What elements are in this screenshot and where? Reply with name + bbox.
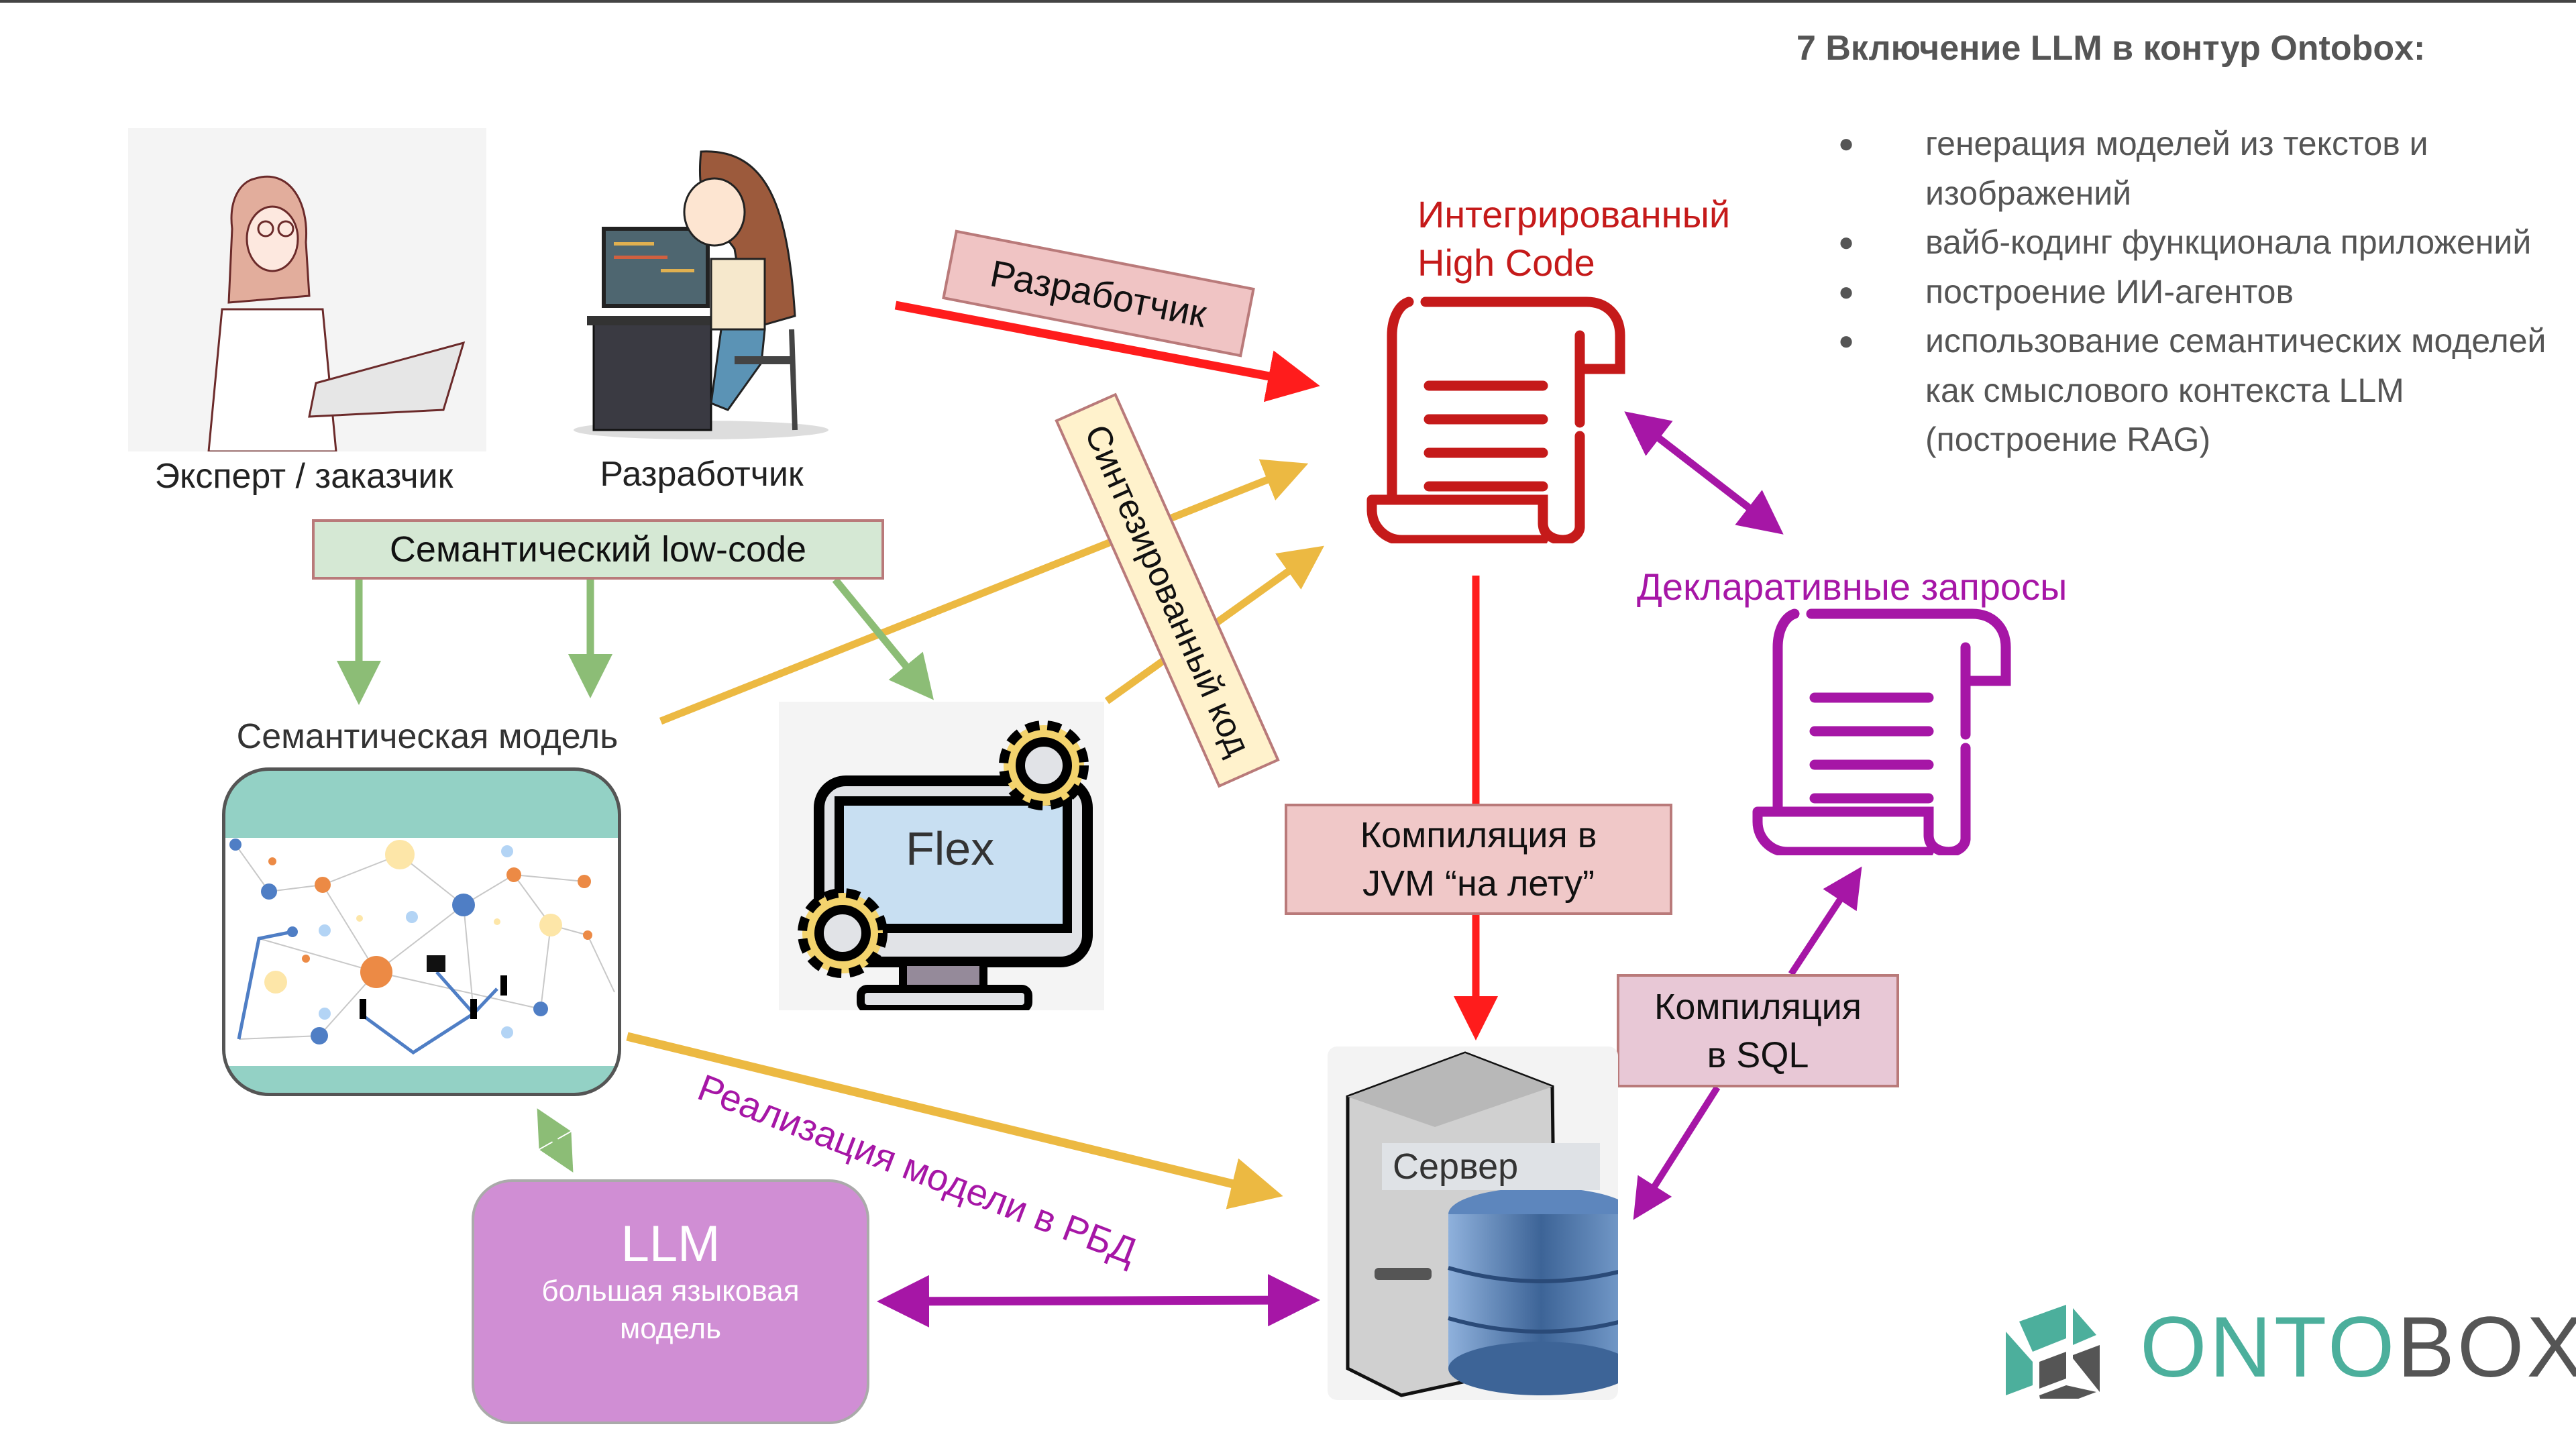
semantic-low-code-box: Семантический low-code (312, 519, 884, 580)
arrow-model-llm (537, 1108, 574, 1173)
arrow-llm-server (877, 1274, 1320, 1328)
semantic-model-box (222, 767, 621, 1096)
server-database-icon (1346, 1051, 1634, 1397)
bullet-item: ●генерация моделей из текстов и изображе… (1838, 119, 2563, 218)
high-code-scroll-icon (1366, 297, 1625, 543)
high-code-label: Интегрированный High Code (1417, 193, 1731, 284)
developer-girl-icon (574, 150, 828, 439)
arrow-model-to-server (626, 1032, 1283, 1210)
arrow-highcode-declarative (1624, 411, 1784, 535)
arrow-lowcode-to-flex (832, 577, 934, 700)
arrow-model-to-highcode (659, 459, 1309, 725)
expert-woman-icon (207, 175, 466, 453)
ontobox-logo-icon (2006, 1305, 2100, 1399)
server-illustration (1328, 1046, 1634, 1400)
ontobox-wordmark: ONTOBOX (2140, 1299, 2576, 1395)
bullet-icon: ● (1838, 326, 1855, 356)
bullet-item: ●построение ИИ-агентов (1838, 268, 2563, 317)
slide-title: 7 Включение LLM в контур Ontobox: (1796, 29, 2426, 68)
developer-illustration (567, 128, 838, 443)
bullet-icon: ● (1838, 129, 1855, 158)
top-border (0, 0, 2576, 3)
llm-title: LLM (621, 1215, 720, 1273)
bullet-icon: ● (1838, 276, 1855, 307)
declarative-scroll-icon (1752, 608, 2011, 855)
monitor-gears-icon (798, 720, 1093, 1013)
server-label: Сервер (1382, 1143, 1600, 1190)
bullet-item: ●вайб-кодинг функционала приложений (1838, 218, 2563, 268)
gear-icon (798, 888, 888, 978)
arrow-sql-to-declarative (1788, 866, 1862, 976)
expert-label: Эксперт / заказчик (154, 457, 453, 496)
flex-label: Flex (906, 822, 995, 875)
gear-icon (999, 720, 1089, 810)
developer-label: Разработчик (600, 455, 804, 494)
declarative-queries-label: Декларативные запросы (1637, 566, 2068, 608)
bullet-icon: ● (1838, 227, 1855, 257)
semantic-model-label: Семантическая модель (236, 717, 619, 756)
bullet-list: ●генерация моделей из текстов и изображе… (1838, 119, 2563, 465)
arrow-developer-to-highcode (894, 301, 1320, 402)
arrow-sql-to-server (1633, 1085, 1721, 1220)
knowledge-graph-icon (225, 838, 618, 1066)
expert-illustration (128, 128, 486, 453)
bullet-item: ●использование семантических моделей как… (1838, 317, 2563, 465)
flex-illustration (779, 702, 1104, 1013)
llm-box: LLM большая языковая модель (472, 1179, 869, 1424)
